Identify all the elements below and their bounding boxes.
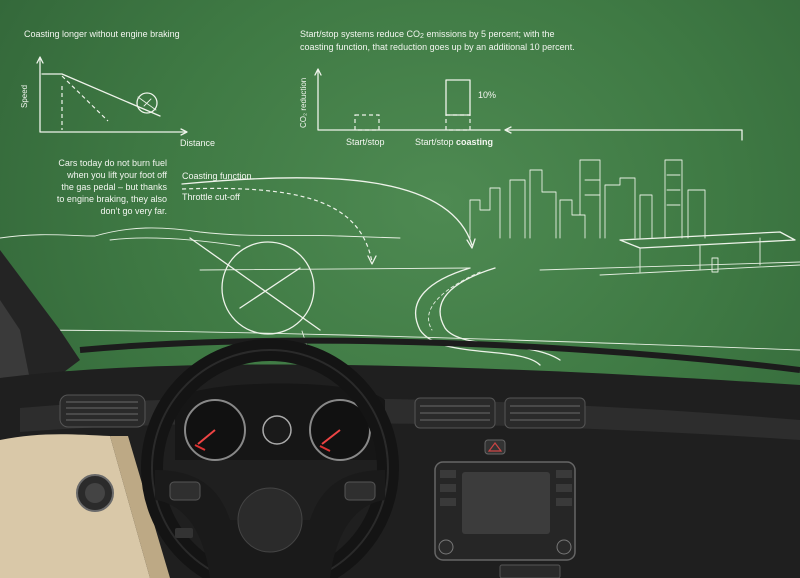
percent-label: 10%	[478, 90, 497, 100]
gas-station	[599, 231, 800, 276]
co2-headline-line1: Start/stop systems reduce CO2 emissions …	[300, 28, 555, 43]
speed-distance-chart	[36, 56, 188, 136]
co2-headline-part-a: Start/stop systems reduce CO	[300, 29, 421, 39]
legend-throttle-label: Throttle cut-off	[182, 192, 240, 202]
engine-braking-speed-line	[61, 75, 109, 122]
caption-line-2: when you lift your foot off	[67, 170, 167, 180]
co2-subscript: 2	[420, 33, 424, 40]
co2-reduction-chart	[314, 68, 501, 131]
city-skyline	[469, 159, 706, 239]
bar-coasting-base	[445, 114, 471, 131]
glider-car	[189, 237, 323, 393]
distance-axis-label: Distance	[180, 138, 216, 148]
co2-chart-axes	[317, 69, 501, 131]
coasting-arc	[181, 177, 473, 246]
bar-label-coasting: Start/stop coasting	[415, 136, 493, 148]
speed-axis-label: Speed	[20, 84, 29, 108]
bar-coasting-extra	[445, 79, 471, 116]
hills	[94, 227, 401, 239]
car-interior	[0, 250, 800, 578]
bar-label-start-stop: Start/stop	[346, 137, 385, 147]
co2-headline-line2: coasting function, that reduction goes u…	[300, 42, 575, 52]
bar-label-coasting-a: Start/stop	[415, 137, 457, 147]
glider-circle	[136, 92, 158, 114]
speed-chart-axes	[39, 57, 187, 133]
caption-line-5: don’t go very far.	[100, 206, 167, 216]
coasting-speed-line	[41, 73, 161, 117]
bar-label-coasting-b: coasting	[456, 137, 494, 147]
co2-headline-part-b: emissions by 5 percent; with the	[423, 29, 555, 39]
legend-coasting-label: Coasting function	[182, 171, 252, 181]
left-chart-title: Coasting longer without engine braking	[24, 29, 180, 39]
bar-start-stop	[354, 114, 380, 131]
caption-line-4: to engine braking, they also	[56, 194, 167, 204]
caption-line-1: Cars today do not burn fuel	[58, 158, 167, 168]
throttle-arc	[181, 187, 373, 263]
road	[414, 267, 541, 366]
caption-line-3: the gas pedal – but thanks	[61, 182, 167, 192]
co2-axis-label: CO₂ reduction	[299, 77, 308, 128]
